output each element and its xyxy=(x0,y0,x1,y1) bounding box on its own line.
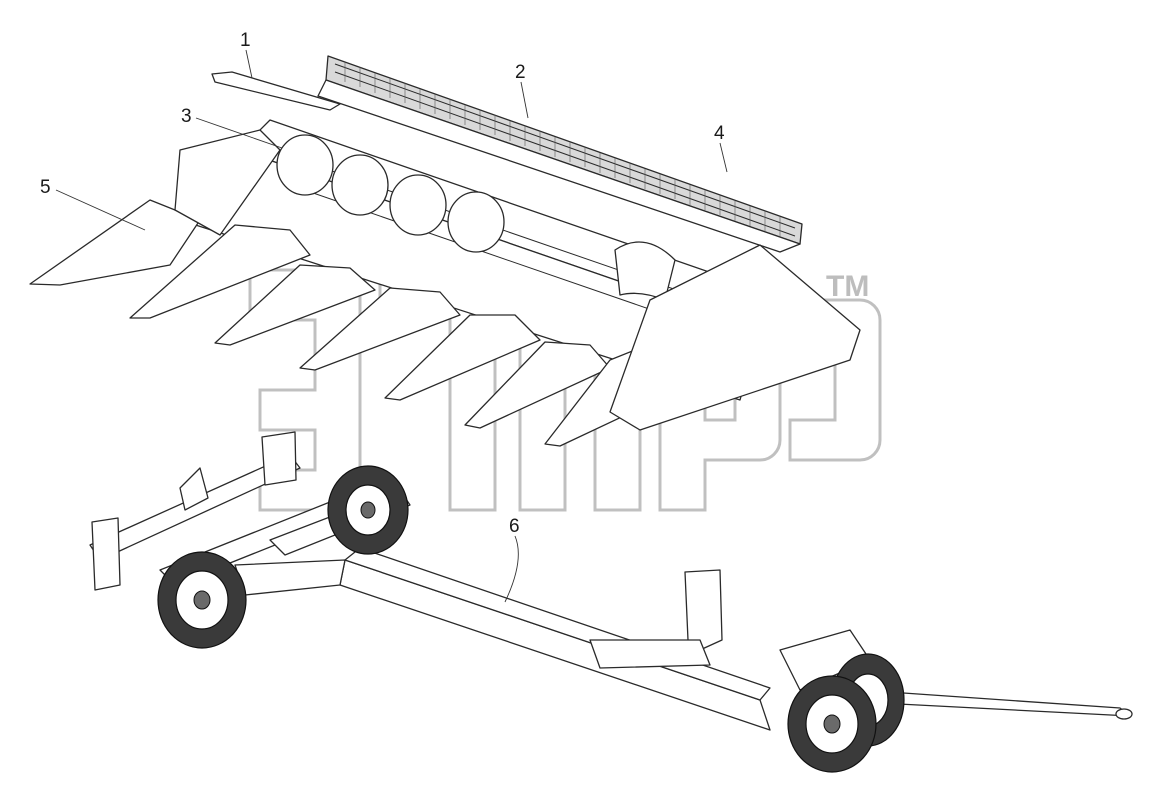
leader-1 xyxy=(245,49,253,79)
leader-3 xyxy=(195,117,283,149)
divider-left-hood xyxy=(174,129,281,236)
transport-cart xyxy=(89,431,1133,731)
header-rear-screen xyxy=(317,55,803,253)
cart-wheel-front xyxy=(787,675,877,773)
leader-4 xyxy=(719,142,728,173)
cart-wheel-rear-right xyxy=(327,465,409,555)
watermark-trademark: TM xyxy=(826,270,869,303)
callout-leaders xyxy=(55,49,728,603)
callout-4: 4 xyxy=(714,123,725,144)
callout-2: 2 xyxy=(515,62,526,83)
divider-right-hood xyxy=(609,244,861,431)
callout-6: 6 xyxy=(509,516,520,537)
row-dividers xyxy=(29,129,861,447)
callout-5: 5 xyxy=(40,177,51,198)
callout-3: 3 xyxy=(181,106,192,127)
callout-1: 1 xyxy=(240,30,251,51)
leader-5 xyxy=(55,189,146,231)
divider-left-outer xyxy=(29,199,201,286)
callout-labels: 1 2 3 4 5 6 xyxy=(40,30,725,537)
auger-flights xyxy=(276,134,676,301)
leader-2 xyxy=(520,81,529,119)
leader-6 xyxy=(504,535,519,603)
cart-wheel-rear-left xyxy=(157,551,247,649)
